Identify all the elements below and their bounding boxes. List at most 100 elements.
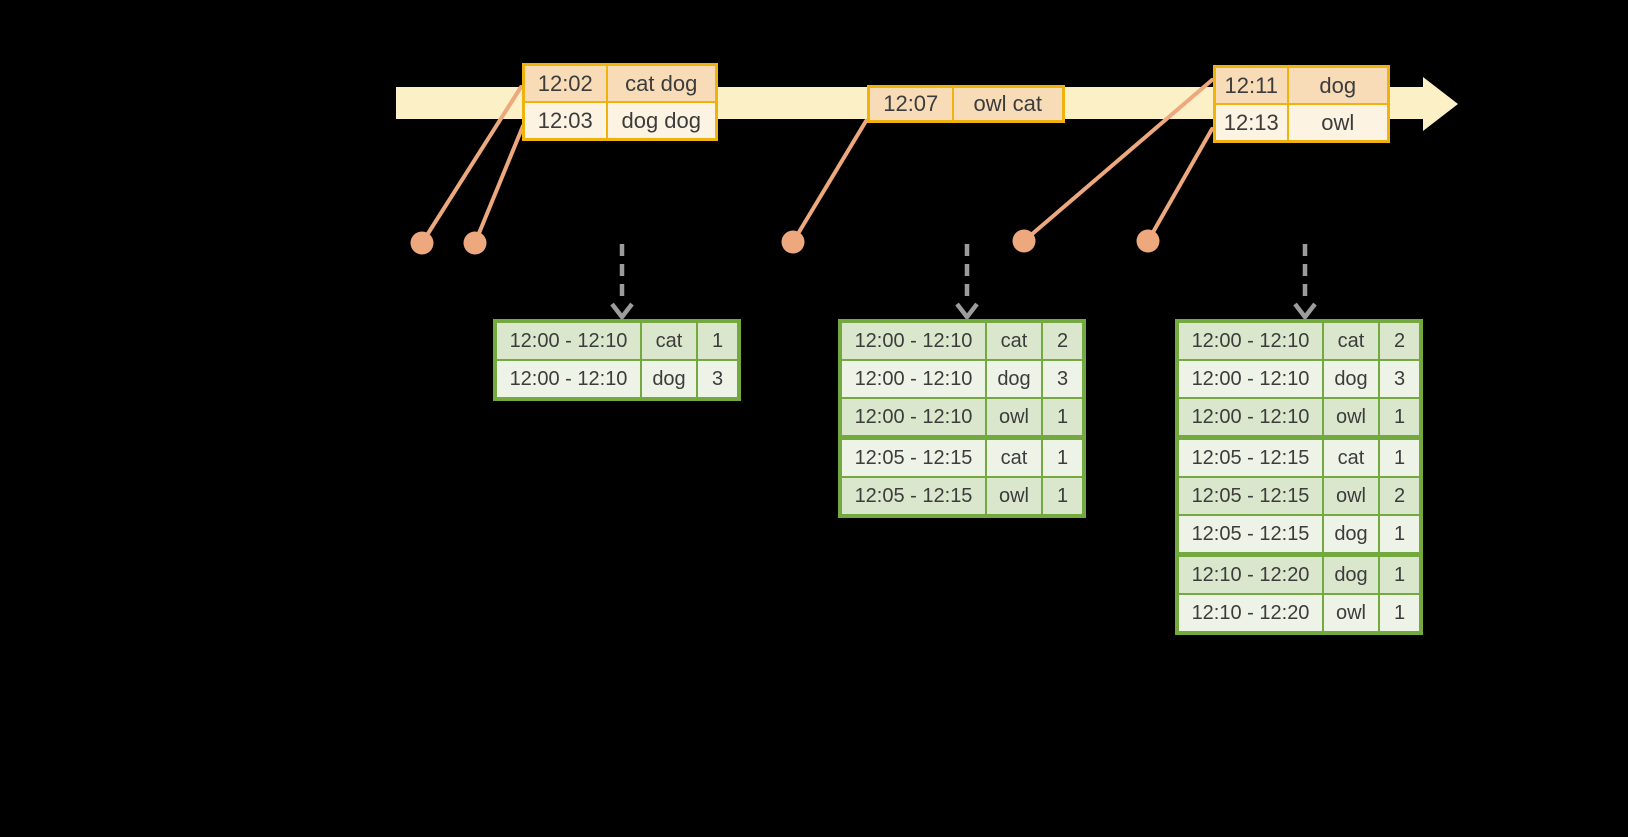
event-words: owl cat [951,85,1065,123]
event-table-3-grid: 12:11 dog 12:13 owl [1213,65,1390,143]
result-window: 12:00 - 12:10 [839,397,987,439]
event-time: 12:02 [522,63,608,103]
result-row: 12:00 - 12:10 dog 3 [494,359,740,400]
event-connector-line [473,124,525,245]
event-connector-line [1146,127,1214,243]
result-row: 12:10 - 12:20 owl 1 [1176,593,1422,634]
result-row: 12:00 - 12:10 owl 1 [839,397,1085,439]
result-count: 1 [1378,397,1422,439]
event-row: 12:02 cat dog [522,63,718,103]
result-word: dog [985,359,1043,399]
result-word: dog [1322,359,1380,399]
trigger-arrow-head [610,302,634,320]
result-window: 12:05 - 12:15 [839,476,987,517]
event-words: dog dog [605,101,718,141]
result-word: owl [1322,476,1380,516]
result-row: 12:00 - 12:10 dog 3 [1176,359,1422,399]
result-count: 3 [1378,359,1422,399]
event-dot [463,231,487,255]
result-word: dog [640,359,698,400]
event-time: 12:07 [867,85,954,123]
result-word: cat [1322,320,1380,361]
result-window: 12:10 - 12:20 [1176,593,1324,634]
trigger-arrow-head [955,302,979,320]
result-word: owl [985,476,1043,517]
result-count: 2 [1378,476,1422,516]
result-window: 12:00 - 12:10 [1176,359,1324,399]
event-table-2-grid: 12:07 owl cat [867,85,1065,123]
result-table-3-grid: 12:00 - 12:10 cat 2 12:00 - 12:10 dog 3 … [1175,319,1423,635]
result-window: 12:00 - 12:10 [1176,397,1324,439]
result-count: 2 [1378,320,1422,361]
result-word: dog [1322,514,1380,556]
trigger-arrow-head [1293,302,1317,320]
result-row: 12:05 - 12:15 dog 1 [1176,514,1422,556]
event-table-1: 12:02 cat dog 12:03 dog dog [522,63,718,141]
event-table-3: 12:11 dog 12:13 owl [1213,65,1390,143]
result-table-3: 12:00 - 12:10 cat 2 12:00 - 12:10 dog 3 … [1175,319,1423,635]
result-word: owl [985,397,1043,439]
event-row: 12:07 owl cat [867,85,1065,123]
result-table-2: 12:00 - 12:10 cat 2 12:00 - 12:10 dog 3 … [838,319,1086,518]
result-count: 1 [1041,397,1085,439]
result-word: cat [985,320,1043,361]
result-window: 12:10 - 12:20 [1176,552,1324,595]
result-window: 12:05 - 12:15 [839,435,987,478]
result-row: 12:10 - 12:20 dog 1 [1176,552,1422,595]
event-row: 12:13 owl [1213,103,1390,143]
result-row: 12:00 - 12:10 dog 3 [839,359,1085,399]
result-word: owl [1322,397,1380,439]
event-row: 12:11 dog [1213,65,1390,105]
event-table-2: 12:07 owl cat [867,85,1065,123]
event-dot [781,230,805,254]
result-count: 2 [1041,320,1085,361]
event-words: dog [1286,65,1390,105]
result-row: 12:00 - 12:10 owl 1 [1176,397,1422,439]
result-count: 1 [1378,552,1422,595]
result-table-1: 12:00 - 12:10 cat 1 12:00 - 12:10 dog 3 [493,319,741,401]
result-word: cat [985,435,1043,478]
result-window: 12:00 - 12:10 [1176,320,1324,361]
result-row: 12:05 - 12:15 owl 1 [839,476,1085,517]
result-window: 12:05 - 12:15 [1176,514,1324,556]
result-table-1-grid: 12:00 - 12:10 cat 1 12:00 - 12:10 dog 3 [493,319,741,401]
result-row: 12:00 - 12:10 cat 1 [494,320,740,361]
result-row: 12:05 - 12:15 owl 2 [1176,476,1422,516]
result-table-2-grid: 12:00 - 12:10 cat 2 12:00 - 12:10 dog 3 … [838,319,1086,518]
result-word: cat [1322,435,1380,478]
result-count: 1 [1378,435,1422,478]
result-word: cat [640,320,698,361]
result-window: 12:00 - 12:10 [839,359,987,399]
result-row: 12:00 - 12:10 cat 2 [1176,320,1422,361]
result-count: 1 [696,320,740,361]
event-table-1-grid: 12:02 cat dog 12:03 dog dog [522,63,718,141]
event-dot [1012,229,1036,253]
result-count: 1 [1041,435,1085,478]
event-connector-line [1022,78,1214,243]
result-word: dog [1322,552,1380,595]
timeline-arrow-head [1423,77,1458,131]
event-words: owl [1286,103,1390,143]
result-row: 12:05 - 12:15 cat 1 [1176,435,1422,478]
event-time: 12:03 [522,101,608,141]
event-time: 12:13 [1213,103,1289,143]
result-window: 12:00 - 12:10 [494,359,642,400]
event-dot [1136,229,1160,253]
result-count: 3 [1041,359,1085,399]
result-window: 12:00 - 12:10 [839,320,987,361]
event-row: 12:03 dog dog [522,101,718,141]
result-window: 12:05 - 12:15 [1176,435,1324,478]
result-row: 12:00 - 12:10 cat 2 [839,320,1085,361]
result-count: 1 [1041,476,1085,517]
result-count: 3 [696,359,740,400]
result-count: 1 [1378,514,1422,556]
result-window: 12:05 - 12:15 [1176,476,1324,516]
result-row: 12:05 - 12:15 cat 1 [839,435,1085,478]
event-words: cat dog [605,63,718,103]
event-connector-line [420,85,523,245]
result-count: 1 [1378,593,1422,634]
event-connector-line [791,119,868,244]
result-window: 12:00 - 12:10 [494,320,642,361]
event-dot [410,231,434,255]
